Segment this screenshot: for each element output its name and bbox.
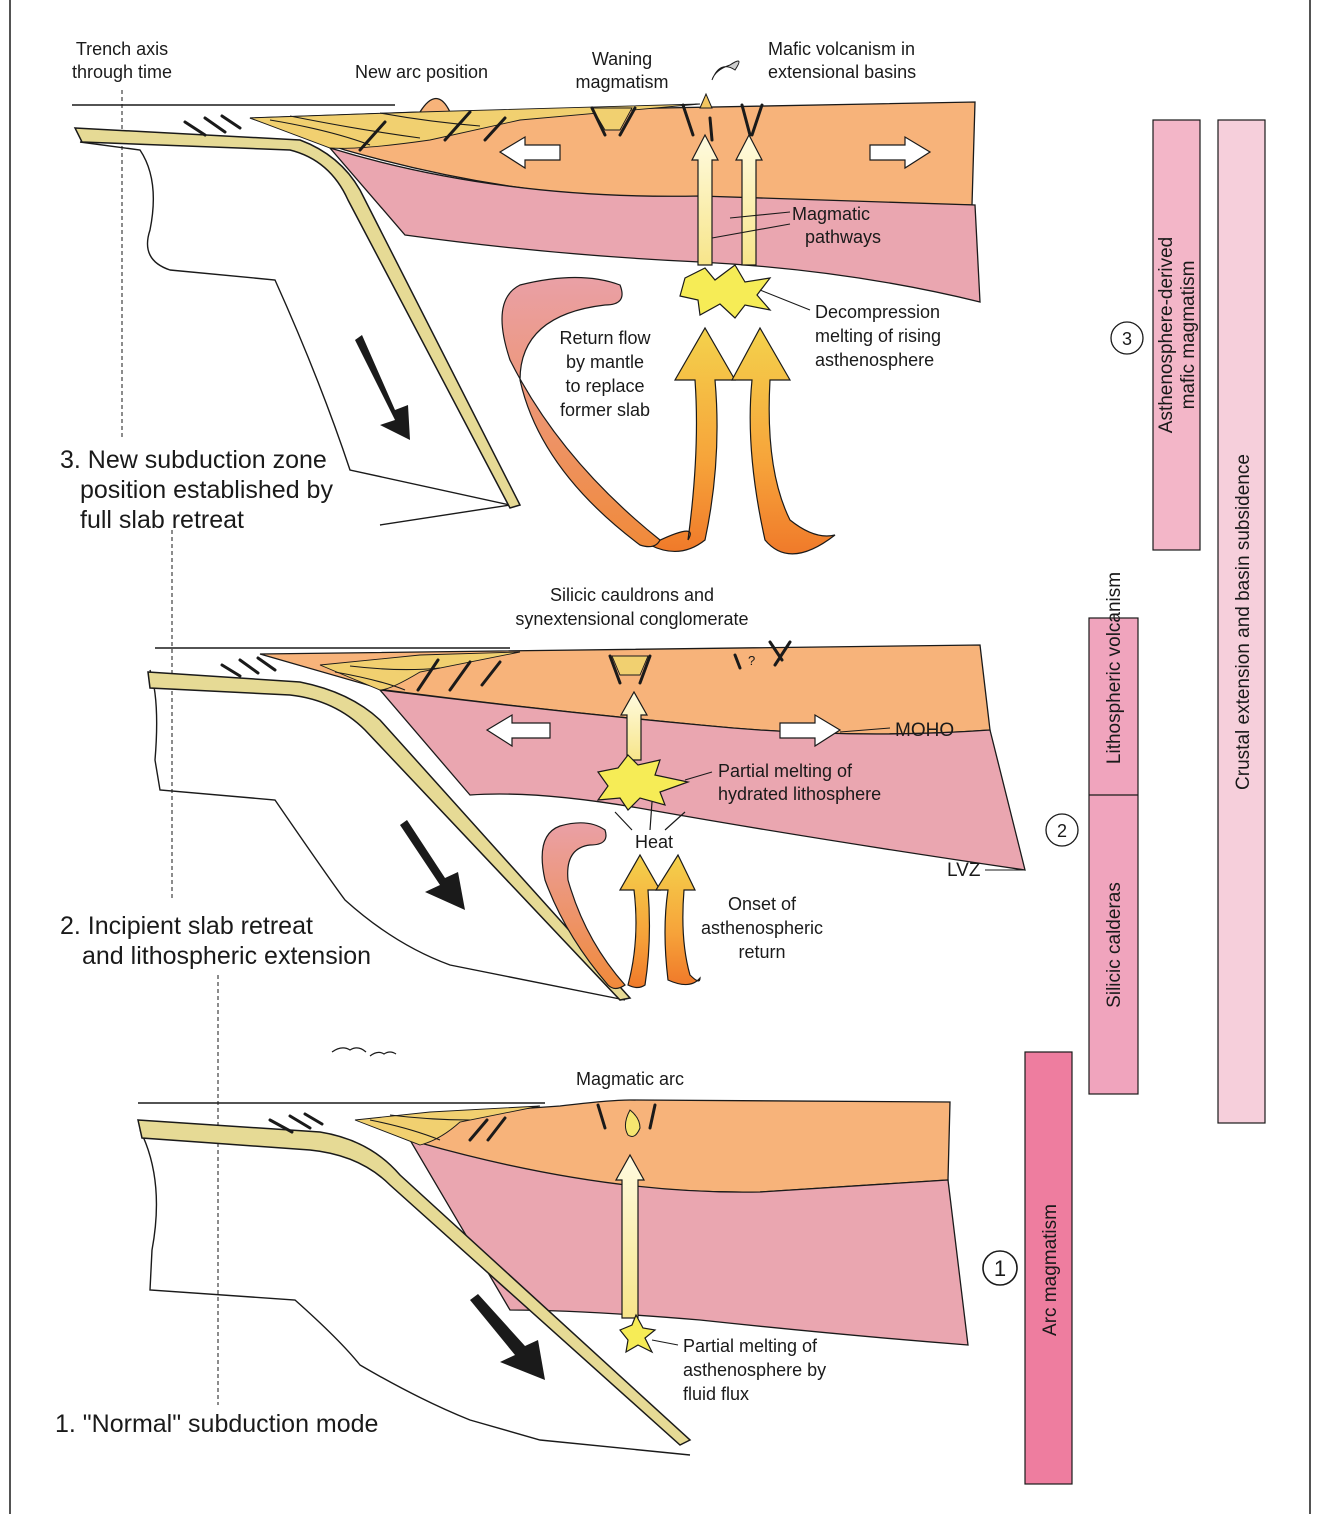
svg-text:position established by: position established by xyxy=(80,476,333,504)
decompression-label: Decompression xyxy=(815,302,940,322)
svg-text:hydrated lithosphere: hydrated lithosphere xyxy=(718,784,881,804)
bar-crustal-label: Crustal extension and basin subsidence xyxy=(1233,454,1254,790)
magmatic-arc-label: Magmatic arc xyxy=(576,1069,684,1089)
melt-star-icon xyxy=(680,265,770,318)
svg-text:through time: through time xyxy=(72,62,172,82)
bar-arc-label: Arc magmatism xyxy=(1040,1204,1061,1336)
subduction-direction-arrow xyxy=(355,335,410,440)
svg-text:melting of rising: melting of rising xyxy=(815,326,941,346)
moho-label: MOHO xyxy=(895,720,954,741)
asthenosphere-flow-arrow xyxy=(650,328,735,551)
onset-label: Onset of xyxy=(728,894,797,914)
melt-star-icon xyxy=(620,1315,655,1352)
svg-text:return: return xyxy=(738,942,785,962)
svg-text:by mantle: by mantle xyxy=(566,352,644,372)
uncertain-marker: ? xyxy=(748,653,755,668)
return-flow-hook xyxy=(542,823,625,989)
svg-text:asthenospheric: asthenospheric xyxy=(701,918,823,938)
birds-icon xyxy=(332,1048,396,1056)
subduction-direction-arrow xyxy=(400,820,465,910)
partial-melting-asth-label: Partial melting of xyxy=(683,1336,818,1356)
svg-text:magmatism: magmatism xyxy=(575,72,668,92)
trench-axis-line xyxy=(122,90,218,1405)
panel-2-title: 2. Incipient slab retreat xyxy=(60,912,313,940)
svg-text:fluid flux: fluid flux xyxy=(683,1384,749,1404)
mafic-volcanism-label: Mafic volcanism in xyxy=(768,39,915,59)
svg-text:former slab: former slab xyxy=(560,400,650,420)
partial-melting-lith-label: Partial melting of xyxy=(718,761,853,781)
asthenosphere-flow-arrow xyxy=(656,855,700,985)
asthenosphere-flow-arrow xyxy=(620,855,660,988)
bar-silicic-label: Silicic calderas xyxy=(1104,882,1125,1008)
return-flow-label: Return flow xyxy=(559,328,651,348)
svg-text:and lithospheric extension: and lithospheric extension xyxy=(82,942,371,970)
panel-1 xyxy=(138,1100,968,1455)
panel-1-title: 1. "Normal" subduction mode xyxy=(55,1410,378,1438)
panel-3-title: 3. New subduction zone xyxy=(60,446,327,474)
pathways-label: Magmatic xyxy=(792,204,870,224)
bar-lithospheric-label: Lithospheric volcanism xyxy=(1104,572,1125,764)
bar-asthenosphere-label: Asthenosphere-derived xyxy=(1156,237,1177,433)
svg-text:full slab retreat: full slab retreat xyxy=(80,506,244,534)
trench-axis-label: Trench axis xyxy=(76,39,168,59)
lvz-label: LVZ xyxy=(947,860,981,881)
cauldrons-label: Silicic cauldrons and xyxy=(550,585,714,605)
svg-text:synextensional conglomerate: synextensional conglomerate xyxy=(515,609,748,629)
svg-text:3: 3 xyxy=(1122,329,1132,349)
svg-text:pathways: pathways xyxy=(805,227,881,247)
svg-text:1: 1 xyxy=(994,1256,1006,1281)
svg-text:asthenosphere: asthenosphere xyxy=(815,350,934,370)
svg-text:extensional basins: extensional basins xyxy=(768,62,916,82)
svg-text:to replace: to replace xyxy=(565,376,644,396)
svg-text:asthenosphere by: asthenosphere by xyxy=(683,1360,826,1380)
waning-label: Waning xyxy=(592,49,652,69)
new-arc-label: New arc position xyxy=(355,62,488,82)
svg-text:2: 2 xyxy=(1057,821,1067,841)
heat-label: Heat xyxy=(635,832,673,852)
svg-text:mafic magmatism: mafic magmatism xyxy=(1178,261,1199,410)
